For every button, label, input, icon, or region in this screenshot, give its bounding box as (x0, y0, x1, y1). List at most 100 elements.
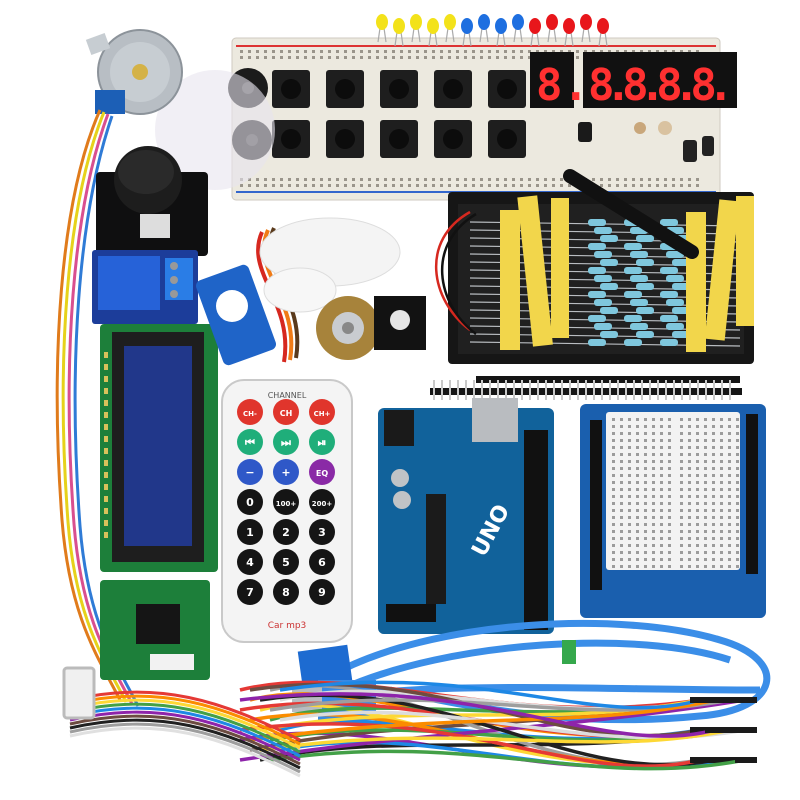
led (495, 18, 507, 47)
remote-button: 8 (273, 579, 299, 605)
remote-button: 6 (309, 549, 335, 575)
led (478, 14, 490, 43)
relay-module (92, 250, 198, 324)
jumper-tip (735, 757, 757, 763)
remote-button: 100+ (273, 489, 299, 515)
remote-button-label: 7 (246, 586, 254, 599)
remote-brand: CHANNEL (268, 391, 307, 400)
remote-button-label: 8 (282, 586, 290, 599)
remote-button: ⏭ (273, 429, 299, 455)
stepper-driver-board (100, 580, 210, 680)
led (461, 18, 473, 47)
led (444, 14, 456, 43)
remote-button-label: 3 (318, 526, 326, 539)
push-button (488, 120, 526, 158)
remote-button: 3 (309, 519, 335, 545)
remote-button: CH (273, 399, 299, 425)
push-button (434, 120, 472, 158)
led (410, 14, 422, 43)
servo-motor (195, 264, 277, 366)
remote-button-label: ⏯ (318, 436, 327, 449)
led (597, 18, 609, 47)
remote-button: EQ (309, 459, 335, 485)
remote-button: ⏮ (237, 429, 263, 455)
fan-blade (259, 217, 401, 313)
push-button (380, 70, 418, 108)
push-button (272, 70, 310, 108)
remote-button-label: + (281, 466, 290, 479)
remote-button-label: EQ (316, 469, 328, 478)
remote-button: 200+ (309, 489, 335, 515)
remote-button-label: 6 (318, 556, 326, 569)
jumper-tip (720, 757, 742, 763)
remote-button: ⏯ (309, 429, 335, 455)
seven-segment-quad: 8.8.8.8. (583, 52, 737, 111)
led (546, 14, 558, 43)
jumper-tip (720, 697, 742, 703)
remote-button-label: CH (280, 409, 293, 418)
led (529, 18, 541, 47)
remote-button-label: 100+ (276, 500, 297, 508)
jumper-wire (259, 728, 731, 752)
ir-remote: CHANNEL CH- CH CH+ ⏮ ⏭ ⏯ − + EQ 0 100+ 200+ 1 2 3 4 5 6 7 8… (221, 379, 353, 643)
push-button (434, 70, 472, 108)
remote-button: 7 (237, 579, 263, 605)
remote-button-label: 9 (318, 586, 326, 599)
jumper-tip (705, 727, 727, 733)
remote-button: 1 (237, 519, 263, 545)
remote-button-label: CH- (243, 410, 257, 418)
pin-headers (430, 376, 742, 400)
remote-button: − (237, 459, 263, 485)
jumper-tip (690, 697, 712, 703)
arduino-uno-board: UNO (378, 398, 554, 634)
push-buttons (272, 70, 526, 158)
remote-button: CH- (237, 399, 263, 425)
led (580, 14, 592, 43)
led-row (376, 14, 609, 47)
remote-button-label: 4 (246, 556, 254, 569)
jumper-wires (239, 680, 757, 771)
remote-button-label: CH+ (314, 410, 331, 418)
jumper-tip (720, 727, 742, 733)
push-button (488, 70, 526, 108)
remote-button-label: 0 (246, 496, 254, 509)
temp-sensor-probe (563, 169, 699, 259)
jumper-tip (690, 727, 712, 733)
remote-button: 2 (273, 519, 299, 545)
push-button (326, 70, 364, 108)
jumper-tip (705, 757, 727, 763)
jumper-tip (690, 757, 712, 763)
joystick-module (96, 146, 208, 256)
led (563, 18, 575, 47)
potentiometer (316, 296, 380, 360)
jumper-tip (705, 697, 727, 703)
led (512, 14, 524, 43)
remote-button: 9 (309, 579, 335, 605)
remote-button-label: ⏭ (281, 436, 291, 449)
remote-button-label: 200+ (312, 500, 333, 508)
remote-button: 0 (237, 489, 263, 515)
remote-logo: Car mp3 (268, 621, 307, 631)
jumper-wire (279, 680, 701, 710)
remote-button: 5 (273, 549, 299, 575)
ribbon-cable (62, 666, 301, 778)
push-button (272, 120, 310, 158)
jumper-wire (239, 722, 701, 768)
remote-button-label: 1 (246, 526, 254, 539)
remote-button-label: 2 (282, 526, 290, 539)
remote-button: CH+ (309, 399, 335, 425)
remote-button-label: − (245, 466, 254, 479)
battery-wires (434, 210, 477, 335)
jumper-tip (735, 727, 757, 733)
ir-receiver-module (374, 296, 426, 350)
remote-button-label: 5 (282, 556, 290, 569)
jumper-tip (735, 697, 757, 703)
push-button (326, 120, 364, 158)
stepper-motor (85, 29, 275, 190)
seven-segment-single-text: 8. (536, 60, 589, 111)
jumper-wire (239, 692, 716, 738)
lcd-1602 (100, 324, 218, 572)
prototype-shield (580, 404, 766, 618)
led (376, 14, 388, 43)
